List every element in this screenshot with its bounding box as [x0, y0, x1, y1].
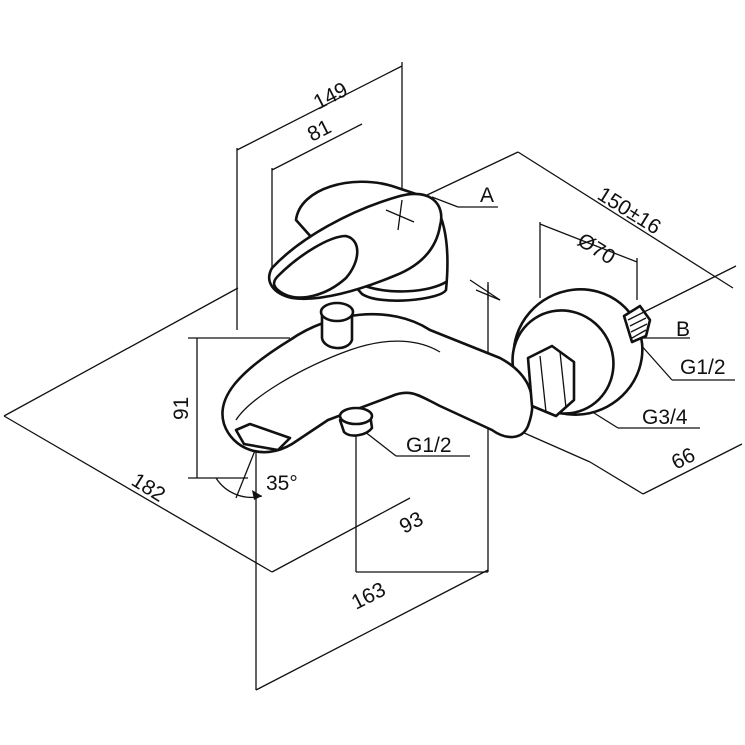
thread-g12-top-label: G1/2 [680, 356, 726, 379]
thread-g34-label: G3/4 [642, 406, 688, 429]
bottom-outlet [338, 406, 374, 437]
diverter-knob [319, 301, 355, 350]
dim-70-label: Ø70 [573, 229, 619, 270]
dim-163-label: 163 [348, 578, 390, 614]
hex-connector [526, 344, 576, 418]
ref-a-label: A [480, 184, 494, 207]
lever-handle [267, 192, 443, 301]
dim-149-label: 149 [310, 78, 352, 114]
cross-markers [385, 199, 501, 301]
dim-182-label: 182 [127, 469, 169, 507]
dim-93-label: 93 [396, 507, 427, 538]
angle-35-arc [215, 447, 263, 500]
dimension-lines [3, 62, 743, 691]
dim-66-label: 66 [668, 443, 699, 474]
dim-35-label: 35° [266, 472, 298, 495]
thread-connector-b [622, 304, 652, 344]
dim-91-label: 91 [170, 397, 193, 420]
thread-g12-bottom-label: G1/2 [406, 434, 452, 457]
faucet-body [221, 312, 534, 454]
dim-150-label: 150±16 [593, 183, 664, 240]
dim-81-label: 81 [304, 115, 335, 146]
ref-b-label: B [676, 318, 690, 341]
